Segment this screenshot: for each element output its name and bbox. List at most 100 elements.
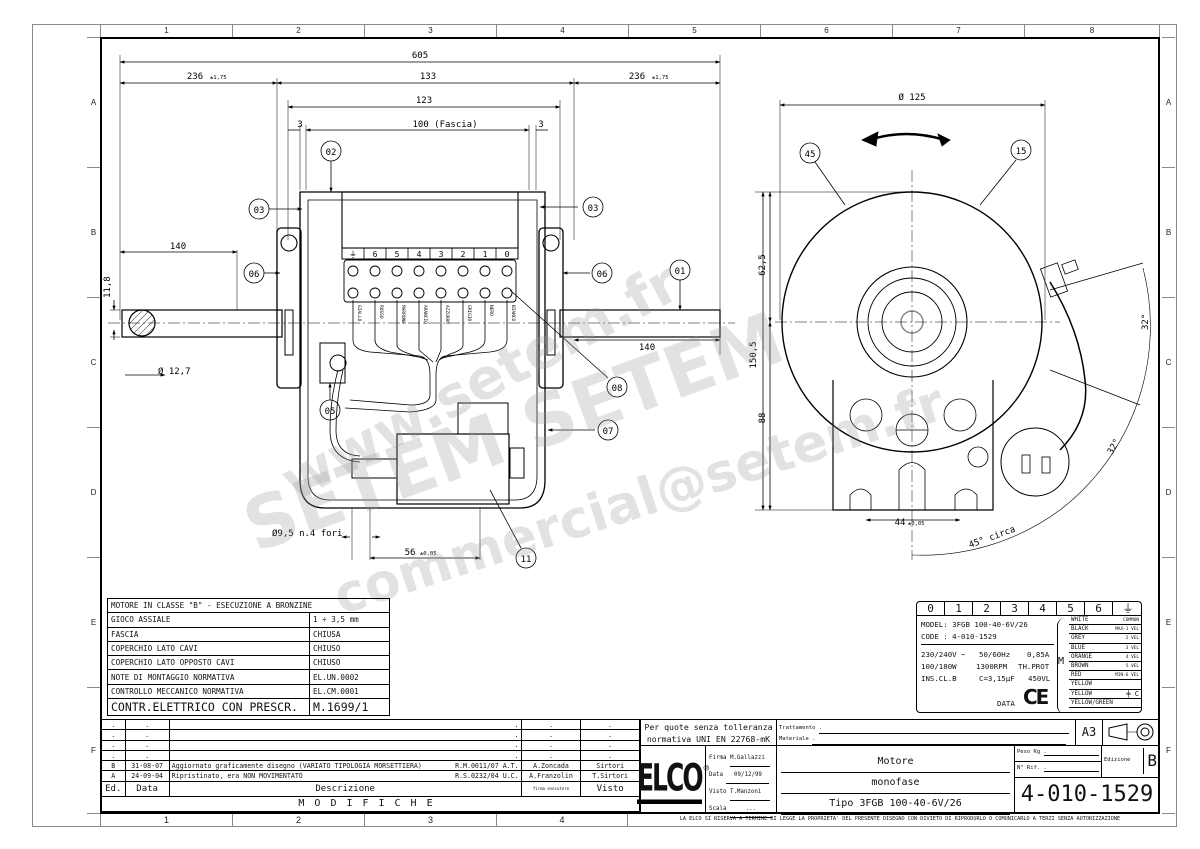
zone-row-e: E bbox=[87, 557, 100, 687]
zone-col-1: 1 bbox=[100, 24, 232, 37]
zone-row-c-right: C bbox=[1162, 297, 1175, 427]
mod-header-row: Ed. Data Descrizione firma esecutore Vis… bbox=[101, 780, 640, 797]
svg-text:236: 236 bbox=[629, 72, 645, 82]
svg-text:11,8: 11,8 bbox=[103, 276, 113, 298]
mod-row-a: A 24-09-04 Ripristinato, era NON MOVIMEN… bbox=[101, 770, 640, 782]
elco-logo: ELCO ® bbox=[636, 745, 709, 814]
svg-text:32°: 32° bbox=[1141, 314, 1151, 330]
ref-number: N° Rif. . bbox=[1014, 761, 1102, 778]
zone-col-2: 2 bbox=[232, 24, 364, 37]
svg-text:05: 05 bbox=[325, 407, 336, 417]
svg-text:88: 88 bbox=[758, 413, 768, 424]
zone-col-4: 4 bbox=[496, 24, 628, 37]
svg-text:4: 4 bbox=[417, 250, 422, 259]
signatures: Firma M.Gallazzi Data 09/12/99 Visto T.M… bbox=[705, 745, 777, 818]
mod-title: MODIFICHE bbox=[101, 795, 640, 812]
mod-row-b: B 31-08-07 Aggiornato graficamente diseg… bbox=[101, 760, 640, 772]
np-wire-row: YELLOW╪ C bbox=[1069, 689, 1141, 699]
svg-text:±0,05: ±0,05 bbox=[908, 521, 925, 527]
zone-row-b-right: B bbox=[1162, 167, 1175, 297]
svg-text:03: 03 bbox=[588, 204, 599, 214]
motor-symbol: M bbox=[1058, 656, 1065, 667]
outer-border bbox=[32, 24, 1177, 827]
zone-row-a-right: A bbox=[1162, 37, 1175, 167]
svg-text:02: 02 bbox=[326, 148, 337, 158]
zone-row-e-right: E bbox=[1162, 557, 1175, 687]
zone-col-5: 5 bbox=[628, 24, 760, 37]
zone-row-b: B bbox=[87, 167, 100, 297]
dim-overall: 605 bbox=[412, 51, 428, 61]
svg-text:03: 03 bbox=[254, 206, 265, 216]
zone-col-2-bottom: 2 bbox=[232, 814, 364, 827]
edition: Edizione B bbox=[1101, 745, 1160, 778]
drawing-border bbox=[100, 37, 1160, 814]
svg-text:06: 06 bbox=[249, 270, 260, 280]
svg-text:±1,75: ±1,75 bbox=[210, 75, 227, 81]
svg-text:±0,05: ±0,05 bbox=[420, 551, 437, 557]
svg-text:150,5: 150,5 bbox=[749, 341, 759, 368]
notes-footer-value: M.1699/1 bbox=[309, 698, 390, 717]
side-view bbox=[108, 55, 735, 569]
svg-text:32°: 32° bbox=[1106, 437, 1123, 456]
zone-col-7: 7 bbox=[892, 24, 1024, 37]
svg-text:11: 11 bbox=[521, 555, 532, 565]
projection-symbol bbox=[1102, 719, 1160, 746]
svg-text:ARANCIO: ARANCIO bbox=[422, 305, 428, 324]
svg-text:44: 44 bbox=[895, 518, 906, 528]
svg-text:100 (Fascia): 100 (Fascia) bbox=[412, 120, 477, 130]
svg-text:140: 140 bbox=[170, 242, 186, 252]
svg-text:GRIGIO: GRIGIO bbox=[466, 305, 472, 322]
svg-text:45° circa: 45° circa bbox=[968, 525, 1017, 551]
ce-mark: CE bbox=[1023, 685, 1049, 709]
zone-row-d: D bbox=[87, 427, 100, 557]
svg-text:±1,75: ±1,75 bbox=[652, 75, 669, 81]
svg-text:2: 2 bbox=[461, 250, 466, 259]
copyright-notice: LA ELCO SI RISERVA A TERMINE DI LEGGE LA… bbox=[679, 816, 1121, 822]
svg-text:6: 6 bbox=[373, 250, 378, 259]
svg-text:5: 5 bbox=[395, 250, 400, 259]
title-block: Per quote senza tolleranza normativa UNI… bbox=[636, 719, 1160, 818]
svg-text:3: 3 bbox=[538, 120, 543, 130]
sheet-size: A3 bbox=[1075, 719, 1103, 746]
modifications-table: ..... ..... ..... ..... B 31-08-07 Aggio… bbox=[101, 718, 640, 812]
zone-row-d-right: D bbox=[1162, 427, 1175, 557]
svg-text:08: 08 bbox=[612, 384, 623, 394]
svg-text:MARRONE: MARRONE bbox=[400, 305, 406, 324]
svg-text:Ø9,5 n.4 fori: Ø9,5 n.4 fori bbox=[272, 528, 342, 539]
svg-text:3: 3 bbox=[439, 250, 444, 259]
weight: Peso Kg . bbox=[1014, 745, 1102, 762]
svg-text:236: 236 bbox=[187, 72, 203, 82]
svg-text:1: 1 bbox=[483, 250, 488, 259]
motor-drawings: 605 236 ±1,75 133 236 ±1,75 123 100 (Fas… bbox=[103, 51, 1151, 569]
svg-text:Ø 12,7: Ø 12,7 bbox=[158, 366, 191, 377]
zone-col-8: 8 bbox=[1024, 24, 1160, 37]
zone-col-1-bottom: 1 bbox=[100, 814, 232, 827]
zone-col-4-bottom: 4 bbox=[496, 814, 628, 827]
svg-text:AZZURRO: AZZURRO bbox=[444, 305, 450, 324]
drawing-title: Motore monofase Tipo 3FGB 100-40-6V/26 bbox=[776, 745, 1015, 815]
svg-text:62,5: 62,5 bbox=[758, 254, 768, 276]
tolerance-note: Per quote senza tolleranza normativa UNI… bbox=[640, 719, 777, 746]
svg-text:56: 56 bbox=[405, 548, 416, 558]
svg-text:45: 45 bbox=[805, 150, 816, 160]
notes-footer-label: CONTR.ELETTRICO CON PRESCR. bbox=[107, 698, 310, 717]
side-view-labels: 605 236 ±1,75 133 236 ±1,75 123 100 (Fas… bbox=[103, 51, 685, 565]
motor-nameplate: 0 1 2 3 4 5 6 ⏚ MODEL: 3FGB 100-40-6V/26… bbox=[916, 601, 1142, 713]
np-code: CODE : 4-010-1529 bbox=[921, 632, 997, 641]
zone-row-a: A bbox=[87, 37, 100, 167]
zone-col-6: 6 bbox=[760, 24, 892, 37]
svg-text:BIANCO: BIANCO bbox=[510, 305, 516, 322]
svg-text:⏚: ⏚ bbox=[349, 250, 357, 259]
svg-text:GIALLO: GIALLO bbox=[356, 305, 362, 322]
svg-text:133: 133 bbox=[420, 72, 436, 82]
zone-col-3: 3 bbox=[364, 24, 496, 37]
svg-text:140: 140 bbox=[639, 343, 655, 353]
svg-text:01: 01 bbox=[675, 267, 686, 277]
